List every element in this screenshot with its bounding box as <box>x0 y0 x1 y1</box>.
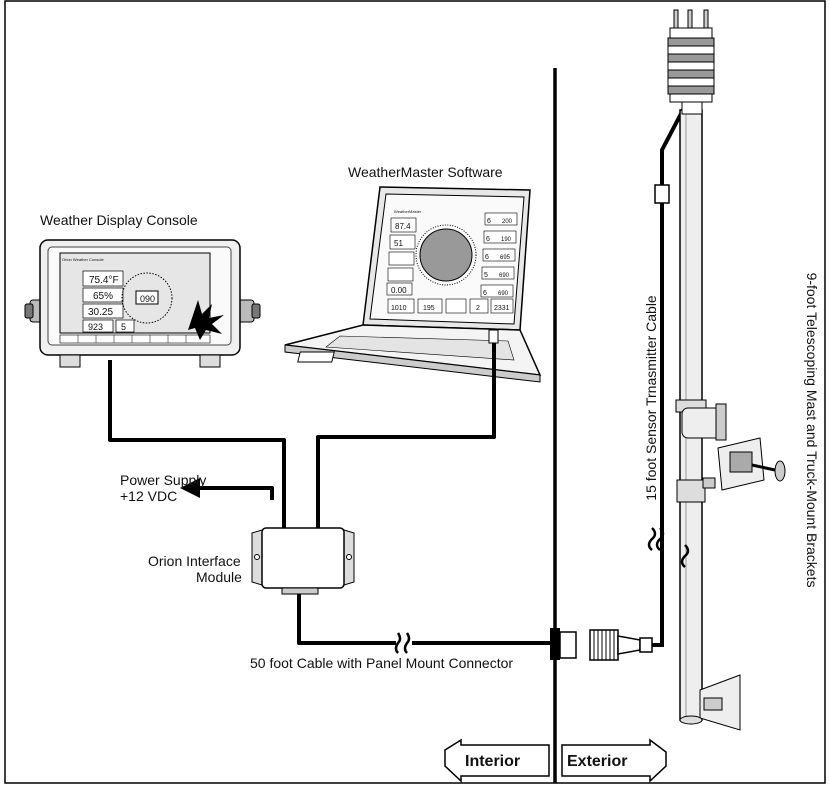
orion-interface-module <box>251 527 355 595</box>
laptop-touchpad <box>297 351 335 363</box>
laptop-left-bottom-value: 0.00 <box>391 286 407 295</box>
sensor-cable-label: 15 foot Sensor Trnasmitter Cable <box>643 295 659 501</box>
laptop-right-sub-4: 690 <box>499 273 510 279</box>
module-label-1: Orion Interface <box>148 553 241 569</box>
module-body <box>261 527 345 589</box>
power-arrow-icon <box>180 478 200 498</box>
console-altitude-value: 923 <box>88 322 103 332</box>
laptop-right-value-5: 6 <box>483 290 487 297</box>
telescoping-mast <box>675 109 786 731</box>
exterior-arrow: Exterior <box>561 738 667 783</box>
bracket-knob <box>774 460 786 482</box>
exterior-label: Exterior <box>567 753 627 770</box>
console-button-row <box>59 334 211 344</box>
power-cable <box>196 486 274 500</box>
laptop-bottom-value-2: 195 <box>423 305 435 312</box>
interior-label: Interior <box>465 753 520 770</box>
laptop-left-value-1: 87.4 <box>395 222 411 231</box>
mast-label: 9-foot Telescoping Mast and Truck-Mount … <box>804 273 820 588</box>
sensor-cable-plug <box>589 629 653 661</box>
laptop-bottom-value-4: 2331 <box>494 305 510 312</box>
module-screw-left <box>254 554 260 560</box>
weather-sensor <box>667 9 715 115</box>
console-compass <box>121 272 173 324</box>
mast-foot-bracket <box>699 674 741 731</box>
laptop-right-sub-1: 200 <box>502 219 513 225</box>
sensor-cable-break-icon <box>647 527 665 551</box>
mast-clamp-lower <box>676 479 706 503</box>
truck-mount-bracket <box>717 437 786 491</box>
console-logo-icon <box>188 300 224 340</box>
power-label-2: +12 VDC <box>120 488 177 504</box>
sensor-cable <box>652 240 664 647</box>
software-label: WeatherMaster Software <box>348 164 503 180</box>
laptop-computer: WeatherMaster Software WeatherMaster 87.… <box>284 164 542 383</box>
panel-mount-flange <box>550 628 560 660</box>
console-wind-value: 5 <box>121 322 126 332</box>
console-direction-value: 090 <box>140 294 155 304</box>
long-cable-label: 50 foot Cable with Panel Mount Connector <box>250 655 513 671</box>
sensor-cable-connector <box>654 184 670 204</box>
laptop-cable <box>316 343 496 530</box>
laptop-right-sub-3: 695 <box>500 255 511 261</box>
console-pressure-value: 30.25 <box>88 307 113 318</box>
laptop-bottom-value-1: 1010 <box>391 305 407 312</box>
laptop-screen-title: WeatherMaster <box>394 209 422 214</box>
console-temp-value: 75.4°F <box>89 275 119 286</box>
laptop-right-value-3: 6 <box>485 254 489 261</box>
laptop-right-value-4: 5 <box>484 272 488 279</box>
cable-break-icon <box>394 632 411 654</box>
laptop-right-value-2: 6 <box>486 236 490 243</box>
console-label: Weather Display Console <box>40 212 198 228</box>
interior-arrow: Interior <box>444 738 550 783</box>
laptop-compass <box>419 228 473 282</box>
weather-display-console: Weather Display Console Orion Weather Co… <box>24 212 261 368</box>
laptop-left-value-2: 51 <box>394 239 403 248</box>
console-screen <box>59 252 211 334</box>
laptop-right-sub-2: 190 <box>501 237 512 243</box>
laptop-bottom-value-3: 2 <box>476 305 480 312</box>
usb-adapter <box>488 329 499 344</box>
module-connector <box>281 587 319 595</box>
power-label-1: Power Supply <box>120 472 206 488</box>
laptop-right-sub-5: 690 <box>498 291 509 297</box>
laptop-right-value-1: 6 <box>487 218 491 225</box>
panel-mount-connector <box>559 631 577 659</box>
module-label-2: Module <box>196 569 242 585</box>
radiation-shield <box>667 37 715 103</box>
long-cable-left <box>297 590 396 645</box>
laptop-keyboard <box>325 335 515 361</box>
diagram-frame <box>4 0 826 784</box>
indoor-cables <box>108 343 553 645</box>
module-screw-right <box>346 554 352 560</box>
console-screen-header: Orion Weather Console <box>62 257 105 262</box>
console-humidity-value: 65% <box>93 291 113 302</box>
console-cable <box>108 360 286 530</box>
